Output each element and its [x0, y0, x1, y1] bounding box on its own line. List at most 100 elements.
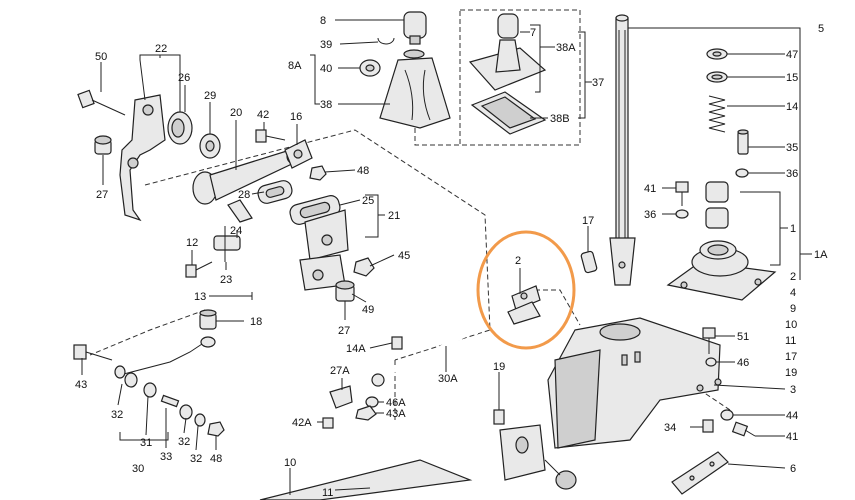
bolt-14a [391, 336, 403, 350]
label-21: 21 [388, 210, 400, 222]
label-2a: 2 [515, 255, 521, 267]
washer-36a [735, 168, 749, 178]
label-49: 49 [362, 304, 374, 316]
mount-bracket-3 [547, 317, 722, 449]
pin-17 [580, 250, 598, 274]
nut-48b [207, 421, 225, 437]
bolt-41a [675, 181, 689, 206]
pin-24 [227, 199, 253, 223]
nut-19 [493, 409, 505, 425]
label-11b: 11 [785, 335, 796, 347]
washer-44 [720, 409, 734, 421]
label-11a: 11 [322, 487, 333, 499]
bracket-link [535, 289, 581, 326]
label-1: 1 [790, 223, 796, 235]
boot-boundary [459, 9, 581, 146]
label-38b: 38B [550, 113, 570, 125]
label-9: 9 [790, 303, 796, 315]
label-23: 23 [220, 274, 232, 286]
label-39: 39 [320, 39, 332, 51]
label-14a: 14A [346, 343, 366, 355]
label-17b: 17 [785, 351, 797, 363]
spring-14 [708, 95, 726, 133]
label-47: 47 [786, 49, 798, 61]
washer-32b [179, 404, 193, 420]
callout-labels: 50 22 26 29 20 42 16 27 28 48 25 21 24 1… [75, 15, 828, 499]
label-30a: 30A [438, 373, 458, 385]
label-18: 18 [250, 316, 262, 328]
washer-31 [143, 382, 157, 398]
label-27a: 27 [96, 189, 108, 201]
pin-33 [160, 394, 180, 408]
label-32b: 32 [178, 436, 190, 448]
label-32c: 32 [190, 453, 202, 465]
label-10: 10 [284, 457, 296, 469]
label-38a: 38A [556, 42, 576, 54]
washer-29 [199, 133, 221, 159]
bushing-18 [199, 309, 217, 330]
washer-32c [194, 413, 206, 427]
label-2b: 2 [790, 271, 796, 283]
bushing-28 [257, 180, 293, 204]
label-1a: 1A [814, 249, 828, 261]
label-42: 42 [257, 109, 269, 121]
label-6: 6 [790, 463, 796, 475]
boot-38a [468, 39, 547, 91]
washer-46a [365, 396, 379, 408]
housing-1 [666, 240, 777, 301]
bolt-42 [255, 129, 286, 143]
label-41b: 41 [786, 431, 798, 443]
valve-35 [737, 129, 749, 155]
washer-47 [706, 48, 728, 60]
leader-lines [81, 19, 812, 495]
washer-32a [124, 372, 138, 388]
label-7: 7 [530, 27, 536, 39]
label-22: 22 [155, 43, 167, 55]
label-34: 34 [664, 422, 676, 434]
label-3: 3 [790, 384, 796, 396]
label-20: 20 [230, 107, 242, 119]
washer-36b [675, 209, 689, 219]
nut-43a [355, 405, 377, 421]
label-31: 31 [140, 437, 152, 449]
nut-48a [309, 165, 327, 181]
label-32a: 32 [111, 409, 123, 421]
nut-45 [353, 257, 375, 277]
label-19b: 19 [785, 367, 797, 379]
boot-link [414, 120, 460, 146]
highlight-circle [476, 230, 576, 350]
lever-16 [284, 139, 313, 169]
ring-40 [359, 59, 381, 77]
label-36a: 36 [786, 168, 798, 180]
washer-46 [705, 357, 717, 367]
knob-7 [497, 13, 519, 39]
bolt-42a [322, 417, 334, 429]
label-24: 24 [230, 225, 242, 237]
ring-15 [706, 71, 728, 83]
label-10b: 10 [785, 319, 797, 331]
label-14: 14 [786, 101, 798, 113]
plate-6 [671, 451, 729, 495]
label-46: 46 [737, 357, 749, 369]
label-46a: 46A [386, 397, 406, 409]
clip-27a [329, 385, 353, 409]
label-40: 40 [320, 63, 332, 75]
group-boundary-lower [89, 309, 206, 356]
nut-34 [702, 419, 714, 433]
bushing-27a [94, 135, 112, 155]
bushing-26 [167, 111, 193, 145]
label-27a-b: 27A [330, 365, 350, 377]
shift-lever-5 [609, 14, 636, 286]
label-28: 28 [238, 189, 250, 201]
label-19: 19 [493, 361, 505, 373]
bushing-1a [705, 181, 729, 229]
label-4: 4 [790, 287, 796, 299]
label-5: 5 [818, 23, 824, 35]
label-41a: 41 [644, 183, 656, 195]
label-38: 38 [320, 99, 332, 111]
bolt-43 [73, 344, 113, 361]
label-25: 25 [362, 195, 374, 207]
label-12: 12 [186, 237, 198, 249]
washer-sm [114, 365, 126, 379]
